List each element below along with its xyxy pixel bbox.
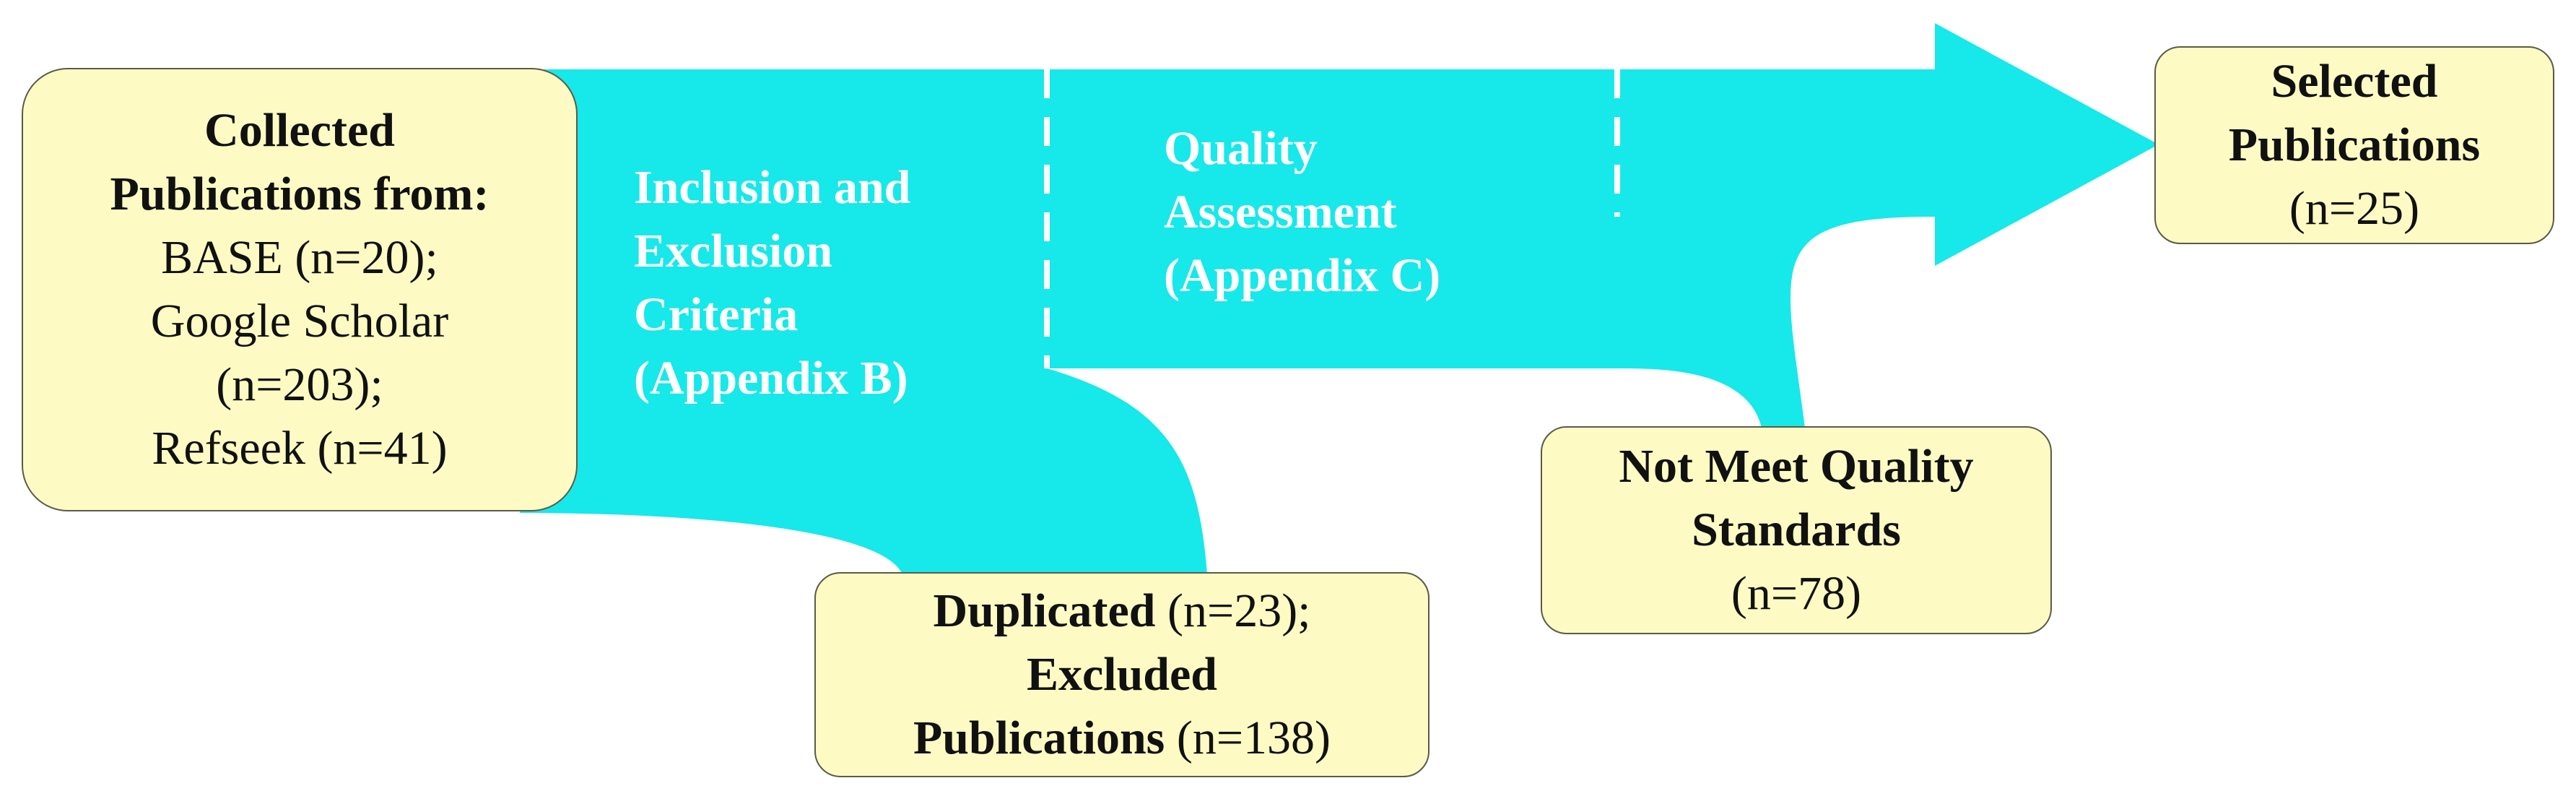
main-flow-arrow: [520, 23, 2159, 574]
not-meet-quality-box: Not Meet Quality Standards (n=78): [1541, 426, 2052, 634]
inclusion-line-2: Exclusion: [634, 225, 833, 277]
inclusion-line-1: Inclusion and: [634, 161, 911, 214]
excluded-label: Excluded: [1026, 648, 1218, 701]
source-google-scholar-count: (n=203);: [216, 358, 383, 411]
duplicated-label: Duplicated: [933, 584, 1156, 637]
inclusion-line-4: (Appendix B): [634, 352, 908, 405]
quality-line-2: Assessment: [1164, 186, 1397, 238]
excluded-publications-box: Duplicated (n=23); Excluded Publications…: [814, 572, 1430, 777]
inclusion-exclusion-label: Inclusion and Exclusion Criteria (Append…: [634, 156, 910, 410]
selected-title-line-1: Selected: [2271, 55, 2438, 108]
collected-publications-box: Collected Publications from: BASE (n=20)…: [22, 68, 578, 511]
source-google-scholar: Google Scholar: [150, 295, 449, 347]
collected-title-line-2: Publications from:: [110, 168, 489, 220]
excluded-publications-line: Publications (n=138): [913, 706, 1331, 770]
excluded-publications-count: (n=138): [1165, 712, 1331, 764]
duplicated-count: (n=23);: [1155, 584, 1311, 637]
collected-title-line-1: Collected: [204, 104, 395, 157]
source-refseek: Refseek (n=41): [152, 422, 448, 475]
inclusion-line-3: Criteria: [634, 288, 799, 341]
selected-count: (n=25): [2289, 182, 2420, 235]
quality-line-1: Quality: [1164, 122, 1318, 175]
not-quality-title-line-1: Not Meet Quality: [1619, 440, 1974, 493]
quality-assessment-label: Quality Assessment (Appendix C): [1164, 117, 1440, 308]
excluded-publications-label: Publications: [913, 712, 1165, 764]
quality-line-3: (Appendix C): [1164, 249, 1441, 302]
selected-publications-box: Selected Publications (n=25): [2154, 46, 2554, 244]
duplicated-line: Duplicated (n=23);: [933, 579, 1310, 643]
not-quality-count: (n=78): [1731, 567, 1862, 620]
selected-title-line-2: Publications: [2228, 118, 2481, 171]
not-quality-title-line-2: Standards: [1692, 503, 1901, 556]
source-base: BASE (n=20);: [161, 231, 438, 284]
